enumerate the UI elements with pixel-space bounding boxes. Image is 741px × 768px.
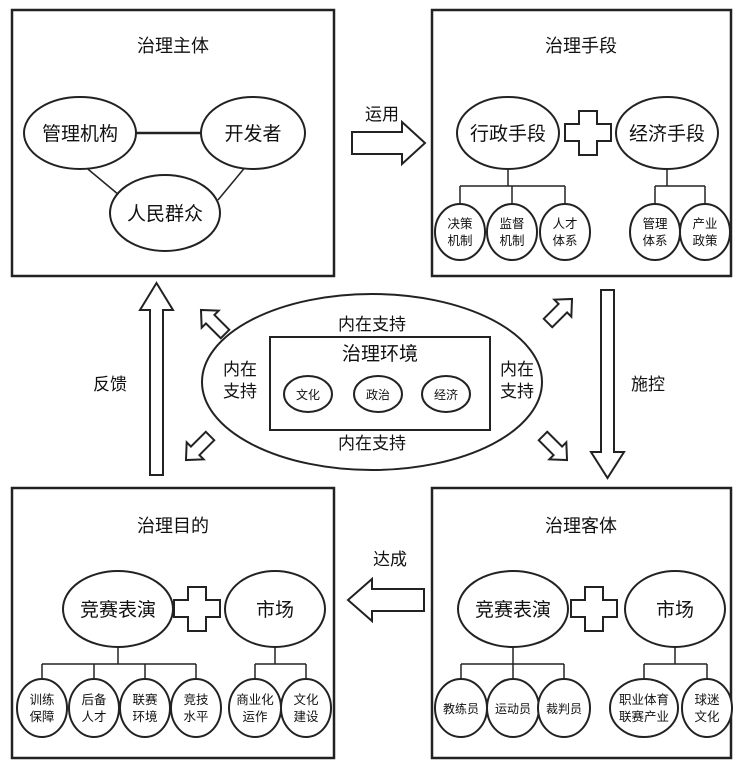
leaf-supervision-mechanism-line1: 监督 <box>499 216 524 231</box>
apply-arrow <box>351 119 427 167</box>
feedback-arrow <box>138 281 175 476</box>
support-right-line1: 内在 <box>500 360 534 380</box>
leaf-decision-mechanism <box>434 203 486 261</box>
node-object-market-label: 市场 <box>656 599 694 621</box>
support-arrow-bottom-right <box>537 430 569 462</box>
node-object-competition-label: 竞赛表演 <box>475 599 551 621</box>
achieve-label: 达成 <box>373 550 407 570</box>
leaf-industry-policy <box>679 203 731 261</box>
leaf-referee-label: 裁判员 <box>546 702 582 716</box>
env-politics-label: 政治 <box>366 388 390 402</box>
environment-title: 治理环境 <box>342 343 418 365</box>
leaf-commercial-operation-line2: 运作 <box>242 709 268 724</box>
leaf-culture-building <box>280 678 332 738</box>
leaf-league-environment <box>119 678 171 738</box>
environment-box <box>269 336 491 431</box>
env-politics <box>353 375 403 413</box>
node-developer <box>200 96 306 170</box>
leaf-fan-culture <box>681 678 733 738</box>
node-public <box>109 174 221 252</box>
leaf-commercial-operation <box>228 678 282 738</box>
goal-panel: 治理目的 竞赛表演 市场 训练 保障 后备 人才 联赛 环境 竞技 水平 商业化… <box>10 486 336 760</box>
object-panel: 治理客体 竞赛表演 市场 教练员 运动员 裁判员 职业体育 联赛产业 球迷 文化 <box>430 486 733 760</box>
support-bottom: 内在支持 <box>338 434 406 454</box>
leaf-coach-label: 教练员 <box>443 701 479 716</box>
goal-title: 治理目的 <box>137 516 209 537</box>
env-economy-label: 经济 <box>434 387 458 402</box>
leaf-industry-policy-line2: 政策 <box>692 233 718 248</box>
node-goal-market-label: 市场 <box>256 599 294 621</box>
env-economy <box>421 375 471 413</box>
node-public-label: 人民群众 <box>127 203 203 225</box>
control-arrow <box>589 289 626 480</box>
environment-panel: 治理环境 文化 政治 经济 内在支持 内在支持 内在 支持 内在 支持 <box>201 293 543 471</box>
leaf-culture-building-line1: 文化 <box>293 692 319 707</box>
leaf-decision-mechanism-line2: 机制 <box>447 233 472 248</box>
leaf-talent-system <box>539 203 591 261</box>
leaf-pro-league-industry-line2: 联赛产业 <box>619 709 669 724</box>
leaf-commercial-operation-line1: 商业化 <box>236 692 274 707</box>
leaf-fan-culture-line2: 文化 <box>694 709 720 724</box>
node-developer-label: 开发者 <box>224 123 281 145</box>
node-management-agency-label: 管理机构 <box>42 123 118 145</box>
leaf-competitive-level-line2: 水平 <box>183 709 208 724</box>
means-title: 治理手段 <box>545 36 617 57</box>
leaf-talent-system-line2: 体系 <box>552 233 577 248</box>
node-goal-competition-label: 竞赛表演 <box>80 599 156 621</box>
leaf-pro-league-industry-line1: 职业体育 <box>619 692 669 707</box>
achieve-arrow <box>346 576 425 624</box>
arrows: 运用 施控 达成 反馈 <box>93 105 665 624</box>
subject-title: 治理主体 <box>137 36 209 57</box>
leaf-training-support-line1: 训练 <box>29 692 55 707</box>
leaf-decision-mechanism-line1: 决策 <box>447 216 473 231</box>
leaf-reserve-talent <box>68 678 120 738</box>
support-arrow-bottom-left <box>184 430 216 462</box>
support-left-line1: 内在 <box>223 360 257 380</box>
leaf-supervision-mechanism-line2: 机制 <box>499 233 524 248</box>
leaf-management-system-line2: 体系 <box>642 233 667 248</box>
plus-icon <box>564 110 612 156</box>
support-top: 内在支持 <box>338 315 406 335</box>
object-title: 治理客体 <box>545 516 617 537</box>
node-economic-means-label: 经济手段 <box>629 123 705 145</box>
leaf-talent-system-line1: 人才 <box>552 216 577 231</box>
leaf-referee <box>537 678 591 738</box>
leaf-management-system <box>629 203 681 261</box>
plus-icon <box>570 586 618 632</box>
leaf-league-environment-line2: 环境 <box>132 709 157 724</box>
leaf-fan-culture-line1: 球迷 <box>694 692 720 707</box>
leaf-league-environment-line1: 联赛 <box>132 692 158 707</box>
support-right-line2: 支持 <box>500 382 534 402</box>
env-culture-label: 文化 <box>296 387 320 402</box>
node-admin-means-label: 行政手段 <box>470 123 546 145</box>
leaf-competitive-level-line1: 竞技 <box>183 692 209 707</box>
leaf-training-support-line2: 保障 <box>29 709 54 724</box>
leaf-management-system-line1: 管理 <box>642 216 668 231</box>
leaf-culture-building-line2: 建设 <box>293 709 319 724</box>
leaf-industry-policy-line1: 产业 <box>692 216 717 231</box>
leaf-athlete-label: 运动员 <box>495 702 531 716</box>
env-culture <box>283 375 333 413</box>
leaf-supervision-mechanism <box>486 203 538 261</box>
control-label: 施控 <box>631 375 665 395</box>
leaf-reserve-talent-line2: 人才 <box>81 709 106 724</box>
leaf-pro-league-industry <box>609 678 679 738</box>
node-management-agency <box>23 96 137 170</box>
support-arrow-top-right <box>542 297 574 329</box>
leaf-training-support <box>16 678 68 738</box>
support-left-line2: 支持 <box>223 382 257 402</box>
plus-icon <box>173 586 221 632</box>
subject-panel: 治理主体 管理机构 开发者 人民群众 <box>10 8 336 278</box>
leaf-competitive-level <box>170 678 222 738</box>
means-panel: 治理手段 行政手段 经济手段 决策 机制 监督 机制 人才 体系 管理 体系 产… <box>430 8 733 278</box>
feedback-label: 反馈 <box>93 375 127 395</box>
leaf-reserve-talent-line1: 后备 <box>81 692 107 707</box>
support-arrow-top-left <box>199 308 231 340</box>
apply-label: 运用 <box>365 105 399 125</box>
